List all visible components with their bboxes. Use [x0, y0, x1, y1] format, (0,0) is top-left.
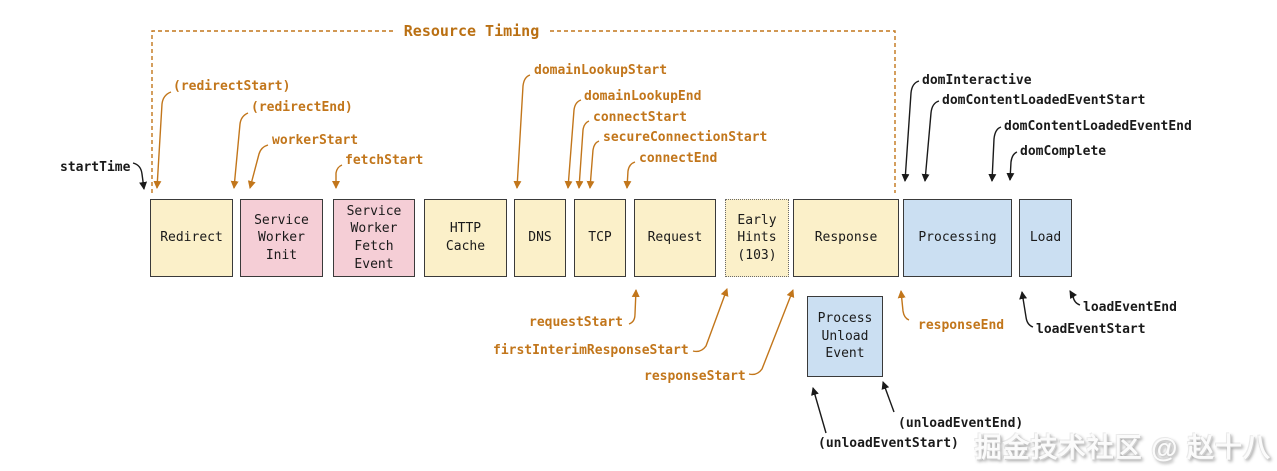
- label-secure-connection-start: secureConnectionStart: [603, 130, 768, 145]
- label-dom-content-loaded-event-end: domContentLoadedEventEnd: [1004, 119, 1192, 134]
- box-early-hints: Early Hints (103): [725, 199, 789, 277]
- arrow-unload-event-start: [811, 387, 827, 434]
- label-domain-lookup-start: domainLookupStart: [534, 63, 668, 78]
- label-connect-end: connectEnd: [639, 151, 718, 166]
- arrow-dom-content-loaded-event-start: [921, 100, 940, 182]
- label-unload-event-end: (unloadEventEnd): [898, 416, 1024, 431]
- label-connect-start: connectStart: [593, 110, 687, 125]
- arrow-first-interim-response-start: [692, 288, 729, 353]
- box-load: Load: [1019, 199, 1072, 277]
- arrow-load-event-start: [1019, 291, 1034, 328]
- label-fetch-start: fetchStart: [345, 153, 424, 168]
- label-first-interim-response-start: firstInterimResponseStart: [493, 343, 689, 358]
- arrow-start-time: [132, 162, 148, 190]
- arrow-connect-start: [575, 120, 590, 189]
- arrow-connect-end: [623, 161, 636, 189]
- arrow-request-start: [628, 289, 640, 325]
- label-dom-content-loaded-event-start: domContentLoadedEventStart: [942, 93, 1146, 108]
- arrow-response-start: [748, 289, 795, 376]
- box-process-unload-event: Process Unload Event: [807, 296, 883, 377]
- arrow-dom-content-loaded-event-end: [988, 126, 1002, 182]
- box-dns: DNS: [514, 199, 566, 277]
- box-service-worker-fetch-event: Service Worker Fetch Event: [333, 199, 415, 277]
- label-start-time: startTime: [60, 160, 131, 175]
- label-domain-lookup-end: domainLookupEnd: [584, 89, 702, 104]
- arrow-load-event-end: [1069, 290, 1081, 306]
- arrow-unload-event-end: [881, 381, 895, 413]
- label-dom-complete: domComplete: [1020, 144, 1107, 159]
- label-redirect-start: (redirectStart): [173, 79, 291, 94]
- label-dom-interactive: domInteractive: [922, 73, 1032, 88]
- arrow-domain-lookup-end: [564, 99, 582, 189]
- arrow-redirect-start: [153, 91, 172, 189]
- box-response: Response: [793, 199, 899, 277]
- resource-timing-title: Resource Timing: [395, 22, 548, 40]
- box-tcp: TCP: [574, 199, 626, 277]
- arrow-response-end: [897, 290, 910, 321]
- box-processing: Processing: [903, 199, 1012, 277]
- label-response-start: responseStart: [644, 369, 746, 384]
- box-service-worker-init: Service Worker Init: [240, 199, 323, 277]
- arrow-dom-interactive: [901, 80, 920, 182]
- arrow-fetch-start: [332, 164, 343, 189]
- box-request: Request: [634, 199, 716, 277]
- label-worker-start: workerStart: [272, 133, 359, 148]
- box-http-cache: HTTP Cache: [424, 199, 507, 277]
- label-unload-event-start: (unloadEventStart): [818, 436, 959, 451]
- label-request-start: requestStart: [529, 315, 623, 330]
- arrow-secure-connection-start: [586, 140, 600, 189]
- watermark: 掘金技术社区 @ 赵十八: [974, 433, 1271, 463]
- arrow-domain-lookup-start: [513, 74, 531, 189]
- arrow-worker-start: [247, 144, 269, 189]
- label-redirect-end: (redirectEnd): [251, 100, 353, 115]
- arrow-dom-complete: [1006, 151, 1018, 181]
- label-response-end: responseEnd: [918, 318, 1005, 333]
- label-load-event-start: loadEventStart: [1036, 322, 1146, 337]
- label-load-event-end: loadEventEnd: [1083, 300, 1177, 315]
- box-redirect: Redirect: [150, 199, 233, 277]
- arrow-redirect-end: [230, 112, 249, 189]
